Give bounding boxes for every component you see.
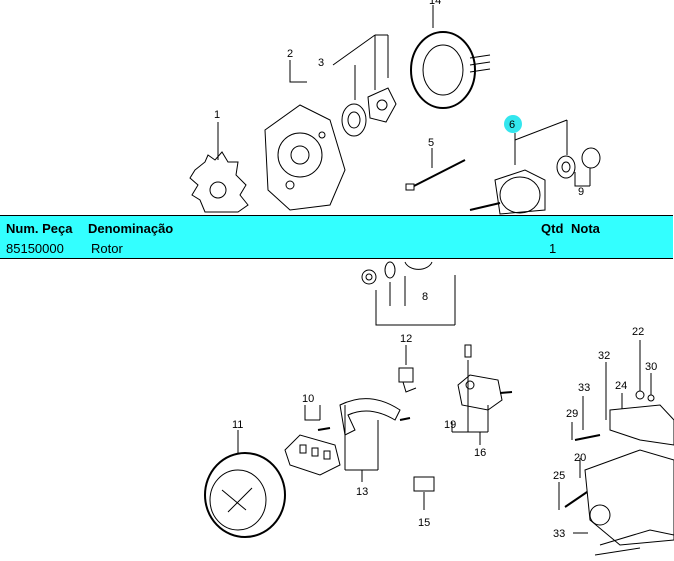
brush-part[interactable]	[398, 367, 417, 393]
callout-15[interactable]: 16	[474, 447, 486, 459]
part-number-value[interactable]: 85150000	[6, 241, 64, 256]
callout-4[interactable]: 14	[429, 0, 441, 7]
callout-32[interactable]: 33	[578, 382, 590, 394]
end-housing-part[interactable]	[264, 104, 346, 211]
callout-highlight-marker	[504, 115, 522, 133]
brush-holder-part[interactable]	[457, 344, 513, 411]
callout-2[interactable]: 2	[287, 48, 293, 60]
alternator-assembly[interactable]	[564, 390, 674, 556]
fan-part[interactable]	[189, 151, 249, 213]
o-ring-part[interactable]	[581, 147, 601, 169]
header-part-number: Num. Peça	[6, 221, 73, 236]
callout-13[interactable]: 13	[356, 486, 368, 498]
callout-22[interactable]: 24	[615, 380, 627, 392]
callout-33[interactable]: 33	[553, 528, 565, 540]
bearing-part[interactable]	[341, 103, 367, 137]
callout-6[interactable]: 6	[509, 119, 515, 131]
through-bolt-part[interactable]	[405, 159, 466, 191]
callout-25[interactable]: 29	[566, 408, 578, 420]
callout-20[interactable]: 22	[632, 326, 644, 338]
callout-8[interactable]: 8	[422, 291, 428, 303]
connector-part[interactable]	[413, 476, 435, 492]
callout-9[interactable]: 9	[578, 186, 584, 198]
callout-30[interactable]: 32	[598, 350, 610, 362]
callout-5[interactable]: 5	[428, 137, 434, 149]
stator-part[interactable]	[410, 31, 491, 109]
part-info-popup: Num. Peça Denominação Qtd Nota 85150000 …	[0, 215, 673, 259]
rotor-part[interactable]	[469, 169, 546, 215]
callout-3[interactable]: 3	[318, 57, 324, 69]
heat-sink-part[interactable]	[339, 398, 411, 436]
qty-value: 1	[549, 241, 557, 256]
callout-12[interactable]: 12	[400, 333, 412, 345]
rotor-bearing-part[interactable]	[556, 155, 576, 179]
callout-1[interactable]: 1	[214, 109, 220, 121]
header-note: Nota	[571, 221, 600, 236]
denomination-value: Rotor	[91, 241, 123, 256]
callout-19[interactable]: 20	[574, 452, 586, 464]
header-qty: Qtd	[541, 221, 564, 236]
callout-29[interactable]: 30	[645, 361, 657, 373]
rectifier-part[interactable]	[284, 427, 341, 476]
rear-cover-part[interactable]	[204, 452, 286, 538]
header-denomination: Denominação	[88, 221, 174, 236]
callout-14[interactable]: 15	[418, 517, 430, 529]
retainer-plate-part[interactable]	[367, 87, 397, 123]
callout-11[interactable]: 11	[232, 419, 243, 431]
callout-24[interactable]: 25	[553, 470, 565, 482]
callout-10[interactable]: 10	[302, 393, 314, 405]
nut-washer-part[interactable]	[361, 254, 459, 285]
callout-16[interactable]: 19	[444, 419, 456, 431]
